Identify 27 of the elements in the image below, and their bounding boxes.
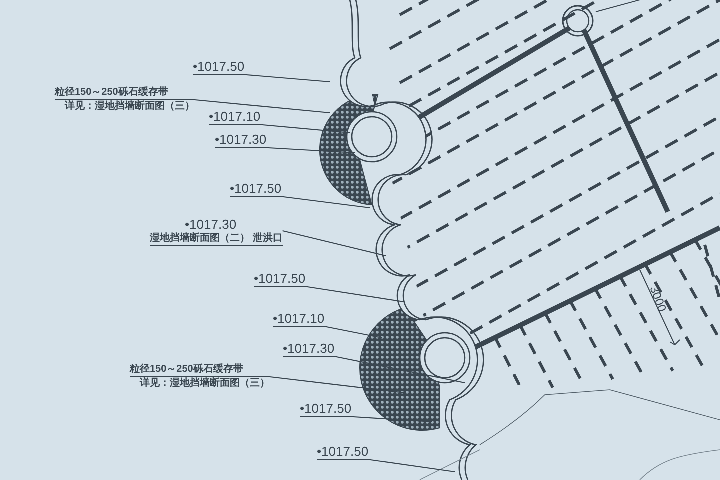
- leader-line: [246, 74, 330, 83]
- leader-line: [307, 286, 404, 303]
- leader-line: [270, 376, 406, 394]
- elevation-label: •1017.30: [215, 132, 269, 148]
- note-text: 粒径150～250砾石缓存带: [130, 363, 270, 377]
- elevation-label: •1017.50: [193, 59, 247, 75]
- note-text: 详见：湿地挡墙断面图（三）: [64, 100, 195, 113]
- elevation-label: •1017.50: [300, 401, 354, 417]
- leader-line: [283, 196, 370, 209]
- leader-line: [268, 147, 356, 154]
- elevation-label: •1017.10: [209, 109, 263, 125]
- elevation-label: •1017.50: [254, 271, 308, 287]
- leader-line: [282, 230, 386, 257]
- elevation-label: •1017.30: [283, 341, 337, 357]
- leader-line: [354, 416, 432, 423]
- elevation-label: •1017.10: [273, 311, 327, 327]
- elevation-label: •1017.30: [185, 217, 238, 232]
- note-text: 粒径150～250砾石缓存带: [55, 86, 195, 100]
- note-text: 详见：湿地挡墙断面图（三）: [138, 377, 270, 390]
- leader-line: [326, 326, 382, 339]
- elevation-label: •1017.50: [317, 444, 371, 460]
- leader-line: [262, 124, 350, 134]
- leader-line: [194, 99, 330, 114]
- leader-line: [336, 356, 466, 384]
- note-text: 湿地挡墙断面图（二） 泄洪口: [150, 232, 283, 246]
- elevation-label: •1017.50: [230, 181, 284, 197]
- leader-line: [370, 459, 456, 473]
